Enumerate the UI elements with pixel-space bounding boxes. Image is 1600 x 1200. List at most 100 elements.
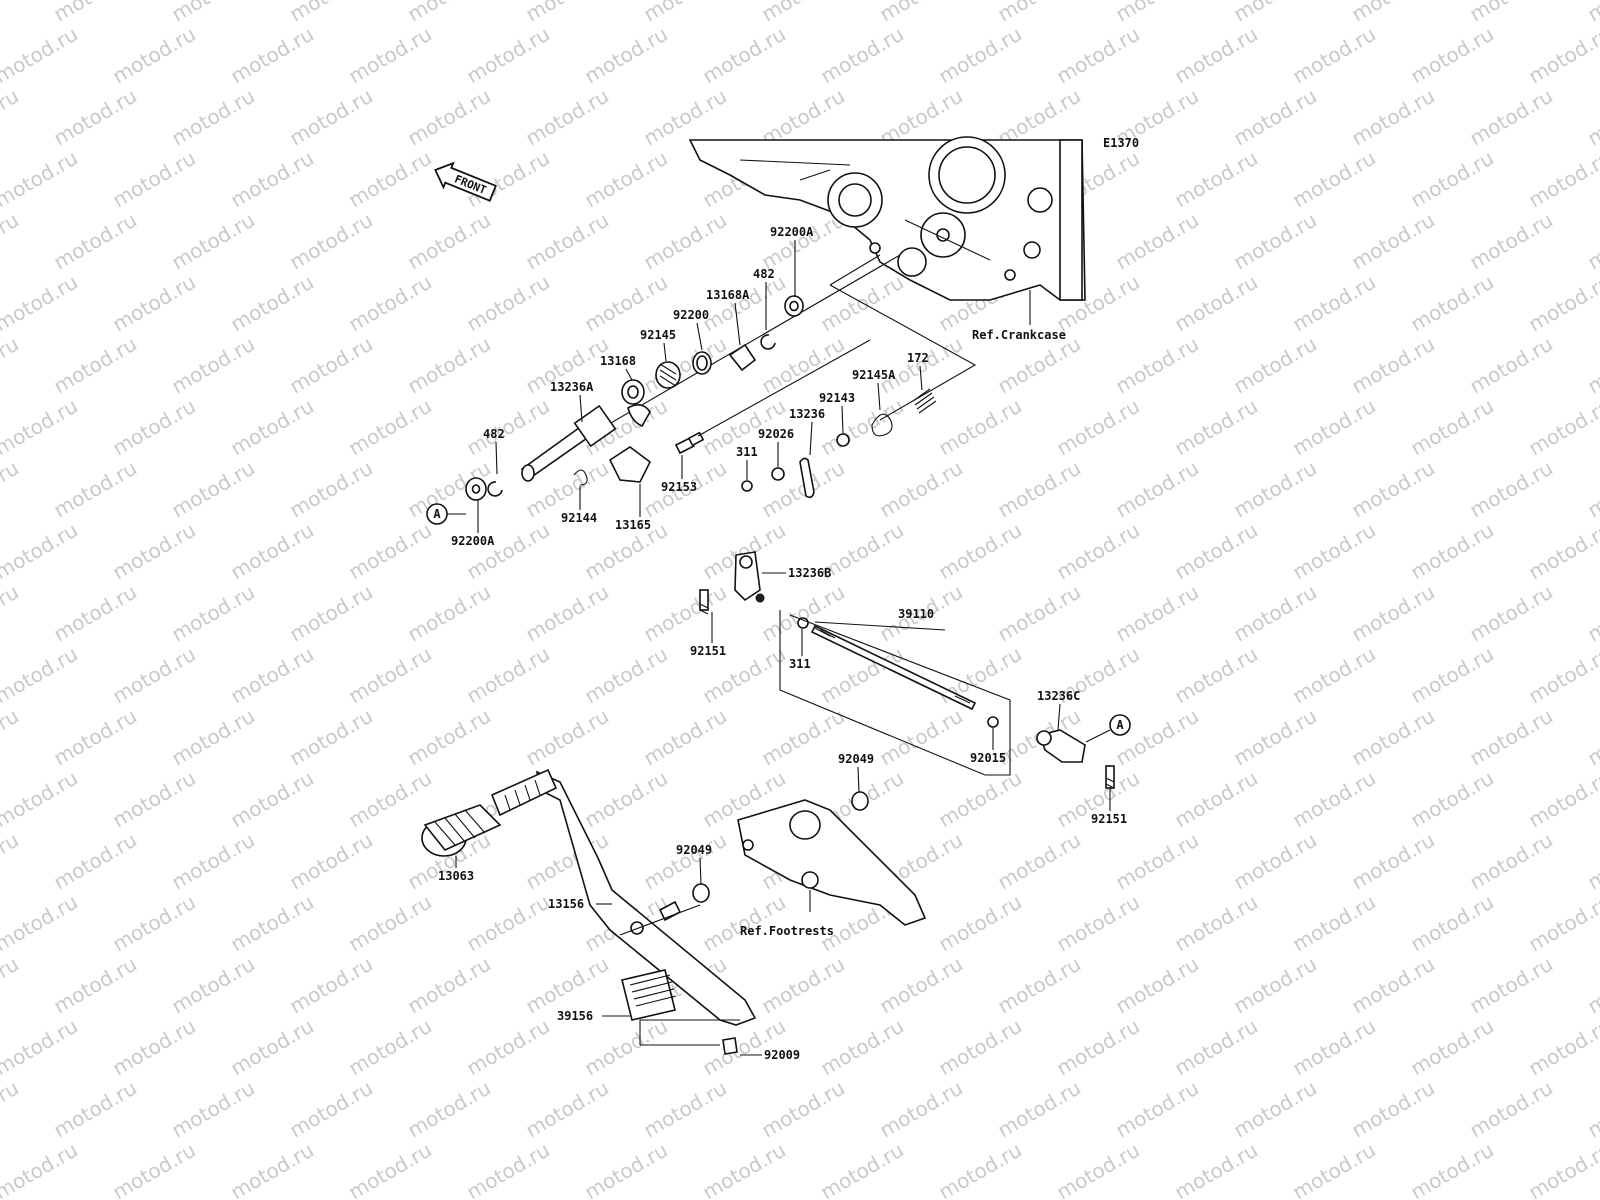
- circlip-482-top: [760, 334, 776, 350]
- watermark-text: motod.ru: [521, 1076, 612, 1143]
- watermark-text: motod.ru: [639, 828, 730, 895]
- watermark-text: motod.ru: [875, 332, 966, 399]
- watermark-text: motod.ru: [1524, 394, 1600, 461]
- label-13168A: 13168A: [706, 288, 750, 302]
- watermark-text: motod.ru: [639, 1076, 730, 1143]
- watermark-text: motod.ru: [1465, 208, 1556, 275]
- watermark-text: motod.ru: [344, 22, 435, 89]
- watermark-text: motod.ru: [226, 1014, 317, 1081]
- label-92145: 92145: [640, 328, 676, 342]
- watermark-text: motod.ru: [1347, 952, 1438, 1019]
- watermark-text: motod.ru: [1052, 518, 1143, 585]
- watermark-text: motod.ru: [462, 22, 553, 89]
- watermark-text: motod.ru: [1465, 580, 1556, 647]
- watermark-text: motod.ru: [993, 1076, 1084, 1143]
- watermark-text: motod.ru: [1583, 332, 1600, 399]
- watermark-text: motod.ru: [0, 1138, 82, 1200]
- watermark-text: motod.ru: [1229, 952, 1320, 1019]
- watermark-text: motod.ru: [108, 642, 199, 709]
- spring-92144: [573, 469, 588, 486]
- watermark-text: motod.ru: [1406, 766, 1497, 833]
- watermark-text: motod.ru: [757, 1076, 848, 1143]
- plate-13165: [608, 446, 652, 483]
- watermark-text: motod.ru: [1583, 1076, 1600, 1143]
- watermark-text: motod.ru: [993, 0, 1084, 26]
- label-92200A-top: 92200A: [770, 225, 814, 239]
- watermark-text: motod.ru: [875, 952, 966, 1019]
- watermark-text: motod.ru: [285, 704, 376, 771]
- watermark-text: motod.ru: [1465, 84, 1556, 151]
- watermark-text: motod.ru: [993, 580, 1084, 647]
- watermark-text: motod.ru: [875, 456, 966, 523]
- watermark-text: motod.ru: [521, 84, 612, 151]
- watermark-text: motod.ru: [875, 1076, 966, 1143]
- watermark-text: motod.ru: [226, 890, 317, 957]
- watermark-text: motod.ru: [0, 208, 23, 275]
- bolt-92153: [674, 436, 696, 455]
- watermark-text: motod.ru: [1170, 642, 1261, 709]
- watermark-text: motod.ru: [816, 22, 907, 89]
- spring-13168: [627, 404, 651, 428]
- shift-pedal-assembly: [421, 768, 927, 1055]
- watermark-text: motod.ru: [108, 766, 199, 833]
- watermark-text: motod.ru: [1288, 146, 1379, 213]
- watermark-text: motod.ru: [1524, 270, 1600, 337]
- diagram-id: E1370: [1103, 136, 1139, 150]
- label-92200: 92200: [673, 308, 709, 322]
- watermark-text: motod.ru: [1052, 394, 1143, 461]
- watermark-text: motod.ru: [167, 84, 258, 151]
- watermark-text: motod.ru: [226, 1138, 317, 1200]
- watermark-text: motod.ru: [934, 1014, 1025, 1081]
- label-92144: 92144: [561, 511, 597, 525]
- callout-a-left-label: A: [433, 507, 441, 521]
- watermark-text: motod.ru: [403, 84, 494, 151]
- watermark-text: motod.ru: [1052, 1138, 1143, 1200]
- watermark-text: motod.ru: [0, 394, 82, 461]
- watermark-text: motod.ru: [580, 270, 671, 337]
- crankcase-drawing: [688, 136, 1086, 301]
- watermark-text: motod.ru: [403, 208, 494, 275]
- watermark-text: motod.ru: [1111, 704, 1202, 771]
- watermark-text: motod.ru: [49, 456, 140, 523]
- watermark-text: motod.ru: [0, 1076, 23, 1143]
- watermark-text: motod.ru: [1170, 394, 1261, 461]
- washer-92049-mid: [692, 883, 710, 903]
- watermark-text: motod.ru: [0, 580, 23, 647]
- watermark-text: motod.ru: [108, 518, 199, 585]
- watermark-text: motod.ru: [167, 0, 258, 26]
- watermark-text: motod.ru: [1465, 332, 1556, 399]
- watermark-text: motod.ru: [167, 208, 258, 275]
- watermark-text: motod.ru: [1347, 828, 1438, 895]
- tie-rod-39110: [810, 624, 977, 711]
- watermark-text: motod.ru: [49, 332, 140, 399]
- watermark-text: motod.ru: [1288, 642, 1379, 709]
- watermark-text: motod.ru: [1583, 0, 1600, 26]
- watermark-text: motod.ru: [993, 952, 1084, 1019]
- watermark-text: motod.ru: [1288, 270, 1379, 337]
- watermark-text: motod.ru: [49, 828, 140, 895]
- watermark-text: motod.ru: [580, 146, 671, 213]
- watermark-text: motod.ru: [698, 1138, 789, 1200]
- label-13236C: 13236C: [1037, 689, 1080, 703]
- watermark-text: motod.ru: [1229, 332, 1320, 399]
- watermark-text: motod.ru: [285, 332, 376, 399]
- watermark-text: motod.ru: [698, 1014, 789, 1081]
- nut-311-top: [741, 480, 753, 492]
- watermark-text: motod.ru: [285, 208, 376, 275]
- label-13236: 13236: [789, 407, 825, 421]
- watermark-text: motod.ru: [49, 1076, 140, 1143]
- watermark-text: motod.ru: [167, 1076, 258, 1143]
- label-13168: 13168: [600, 354, 636, 368]
- watermark-text: motod.ru: [1406, 146, 1497, 213]
- watermark-text: motod.ru: [108, 1014, 199, 1081]
- watermark-text: motod.ru: [285, 952, 376, 1019]
- watermark-text: motod.ru: [167, 580, 258, 647]
- watermark-text: motod.ru: [0, 270, 82, 337]
- watermark-text: motod.ru: [993, 456, 1084, 523]
- watermark-text: motod.ru: [1170, 22, 1261, 89]
- ref-footrests-label: Ref.Footrests: [740, 924, 834, 938]
- label-13165: 13165: [615, 518, 651, 532]
- watermark-text: motod.ru: [0, 146, 82, 213]
- watermark-text: motod.ru: [1583, 456, 1600, 523]
- nut-92015: [987, 716, 999, 728]
